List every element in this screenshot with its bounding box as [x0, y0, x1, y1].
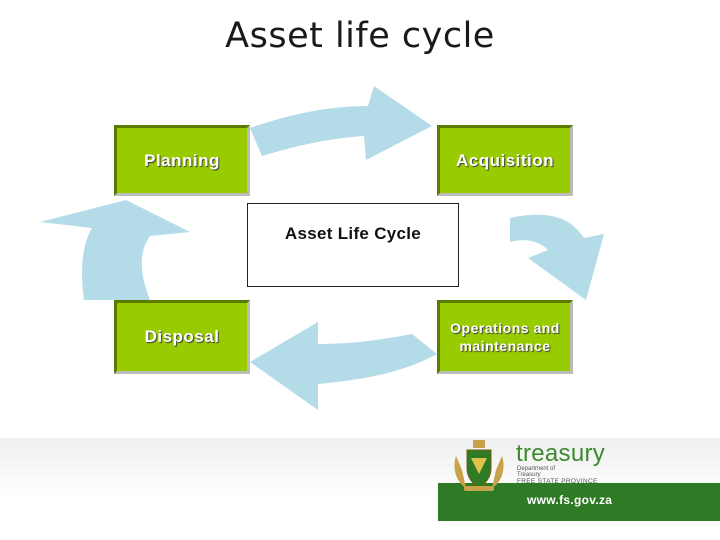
stage-acquisition-label: Acquisition	[455, 150, 555, 170]
slide-title: Asset life cycle	[225, 16, 495, 56]
stage-operations-label-line2: maintenance	[459, 338, 551, 354]
website-link[interactable]: www.fs.gov.za	[527, 493, 613, 507]
department-label: Department of Treasury	[517, 466, 555, 478]
center-label-box: Asset Life Cycle	[247, 203, 459, 287]
stage-operations-label-line1: Operations and	[450, 320, 560, 336]
stage-operations-maintenance: Operations and maintenance	[437, 300, 573, 374]
stage-disposal-label: Disposal	[144, 327, 220, 346]
stage-acquisition: Acquisition	[437, 125, 573, 196]
department-line-2: Treasury	[517, 472, 541, 478]
arrow-operations-to-disposal	[250, 322, 437, 410]
department-line-1: Department of	[517, 466, 556, 472]
stage-planning: Planning	[114, 125, 250, 196]
stage-disposal: Disposal	[114, 300, 250, 374]
brand-name: treasury	[516, 440, 606, 467]
arrow-disposal-to-planning	[40, 200, 190, 300]
arrow-acquisition-to-operations	[510, 214, 604, 300]
coat-of-arms-icon	[454, 440, 504, 491]
arrow-planning-to-acquisition	[250, 86, 432, 160]
stage-planning-label: Planning	[144, 150, 220, 170]
province-label: FREE STATE PROVINCE	[517, 478, 598, 485]
center-label: Asset Life Cycle	[284, 224, 422, 243]
